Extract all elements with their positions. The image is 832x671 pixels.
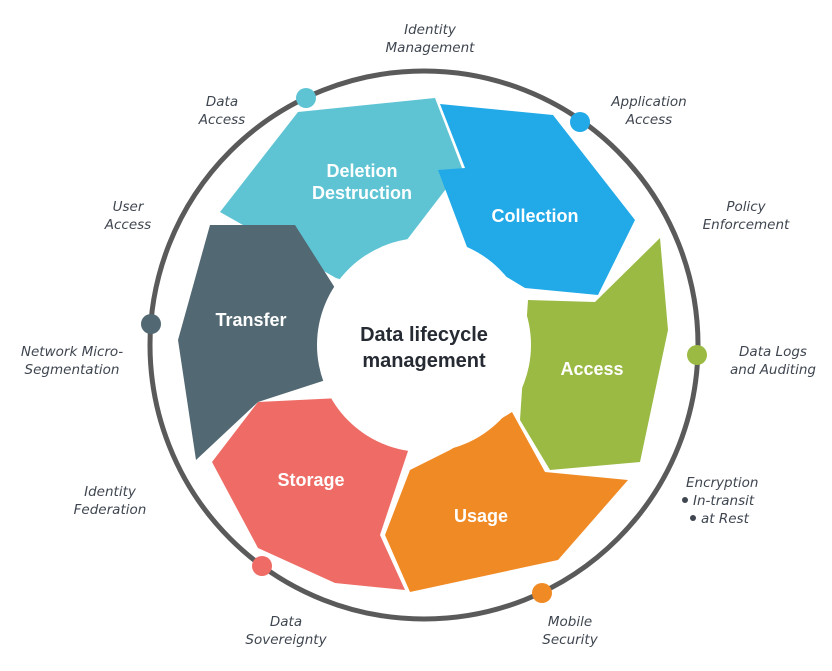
annotation-identity-management-line1: Identity — [404, 22, 456, 38]
annotation-data-logs-line1: Data Logs — [739, 344, 807, 360]
center-title-line2: management — [362, 350, 486, 372]
annotation-data-access-line1: Data — [205, 94, 239, 110]
annotation-identity-management: Identity Management — [360, 21, 500, 57]
annotation-application-access-line2: Access — [625, 112, 673, 128]
segment-storage — [212, 398, 410, 590]
annotation-identity-federation: Identity Federation — [58, 483, 162, 519]
annotation-encryption-at-rest: at Rest — [701, 511, 749, 527]
data-sovereignty-dot — [252, 556, 272, 576]
segment-label-transfer: Transfer — [215, 310, 286, 330]
segment-collection — [438, 104, 635, 295]
annotation-user-access-line1: User — [112, 199, 144, 215]
annotation-identity-federation-line1: Identity — [84, 484, 136, 500]
segment-label-access: Access — [560, 359, 623, 379]
annotation-user-access: User Access — [88, 198, 168, 234]
network-dot — [141, 314, 161, 334]
annotation-identity-federation-line2: Federation — [73, 502, 147, 518]
segment-label-usage: Usage — [454, 506, 508, 526]
segment-label-collection: Collection — [491, 206, 578, 226]
annotation-policy-enforcement-line1: Policy — [726, 199, 766, 215]
segment-transfer — [178, 225, 335, 460]
annotation-application-access-line1: Application — [611, 94, 687, 110]
annotation-data-sovereignty-line2: Sovereignty — [245, 632, 327, 648]
annotation-policy-enforcement-line2: Enforcement — [702, 217, 790, 233]
segment-usage — [385, 412, 628, 592]
annotation-network-line1: Network Micro- — [20, 344, 124, 360]
segment-access — [520, 238, 668, 470]
annotation-encryption-item-in-transit: In-transit — [682, 492, 792, 510]
segment-label-destruction: Destruction — [312, 183, 412, 203]
annotation-data-access-line2: Access — [198, 112, 246, 128]
annotation-mobile-security-line2: Security — [542, 632, 598, 648]
segment-label-storage: Storage — [277, 470, 344, 490]
bullet-icon — [690, 515, 696, 521]
center-circle — [317, 238, 531, 452]
annotation-network-line2: Segmentation — [24, 362, 120, 378]
outer-ring — [147, 68, 701, 622]
data-access-dot — [296, 88, 316, 108]
annotation-mobile-security-line1: Mobile — [547, 614, 593, 630]
mobile-security-dot — [532, 583, 552, 603]
annotation-data-logs-line2: and Auditing — [730, 362, 816, 378]
annotation-data-sovereignty-line1: Data — [269, 614, 303, 630]
data-logs-dot — [687, 345, 707, 365]
annotation-encryption-in-transit: In-transit — [693, 493, 755, 509]
annotation-mobile-security: Mobile Security — [528, 613, 612, 649]
annotation-encryption: Encryption In-transit at Rest — [682, 474, 792, 528]
bullet-icon — [682, 497, 688, 503]
annotation-application-access: Application Access — [594, 93, 704, 129]
center-title-line1: Data lifecycle — [360, 324, 488, 346]
annotation-data-access: Data Access — [180, 93, 264, 129]
annotation-policy-enforcement: Policy Enforcement — [690, 198, 802, 234]
annotation-encryption-item-at-rest: at Rest — [682, 510, 792, 528]
annotation-user-access-line2: Access — [104, 217, 152, 233]
annotation-network-micro-segmentation: Network Micro- Segmentation — [10, 343, 134, 379]
annotation-identity-management-line2: Management — [385, 40, 475, 56]
annotation-data-sovereignty: Data Sovereignty — [236, 613, 336, 649]
application-access-dot — [570, 112, 590, 132]
annotation-data-logs-auditing: Data Logs and Auditing — [718, 343, 828, 379]
annotation-encryption-title: Encryption — [686, 475, 759, 491]
segment-label-deletion: Deletion — [326, 161, 397, 181]
